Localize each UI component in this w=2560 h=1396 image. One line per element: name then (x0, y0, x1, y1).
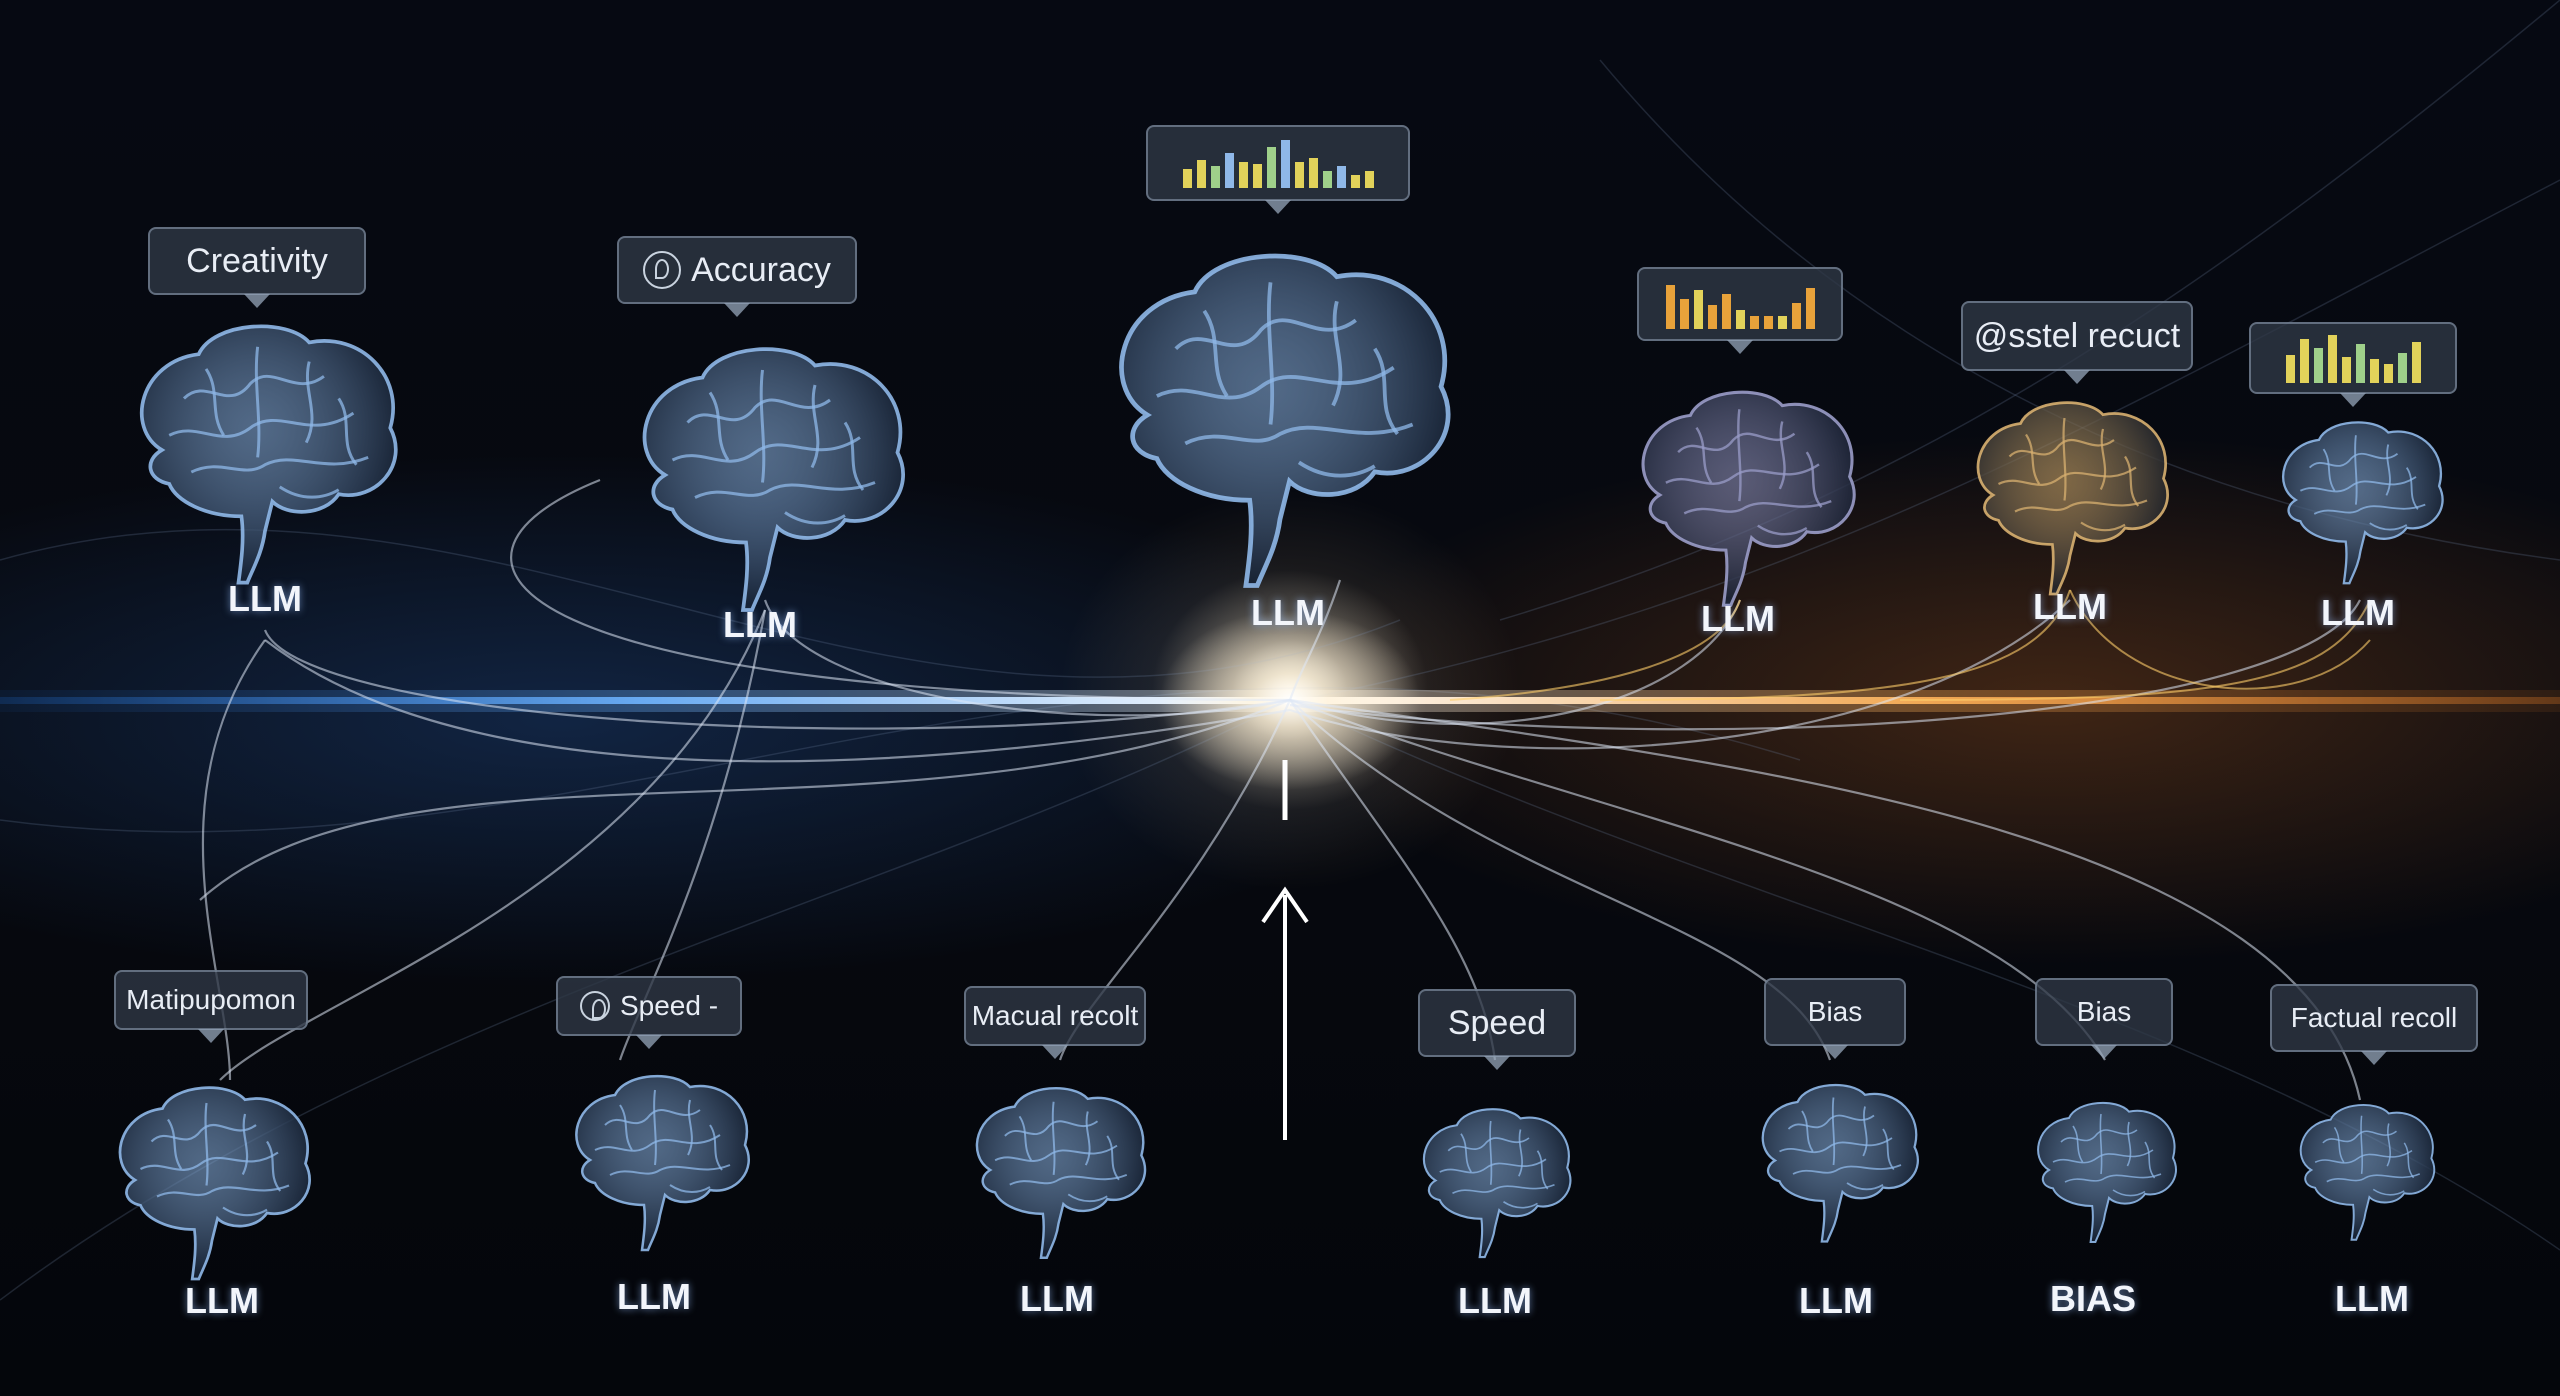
mini-bar (2299, 339, 2309, 383)
tag-text: Creativity (186, 242, 328, 280)
tag-text: Matipupomon (126, 984, 296, 1015)
tag-text: Speed (1447, 1004, 1547, 1042)
mini-bar (1721, 294, 1731, 329)
llm-label: LLM (228, 578, 302, 619)
mini-bar (2313, 348, 2323, 383)
brain-small-icon (579, 991, 610, 1021)
mini-bar (2341, 357, 2351, 383)
mini-bar (1791, 303, 1801, 329)
mini-bar (1679, 299, 1689, 329)
brain-icon (1641, 390, 1856, 607)
llm-label: LLM (617, 1276, 691, 1317)
brain-icon (642, 347, 905, 612)
brain-icon (1761, 1083, 1919, 1243)
mini-bar (2285, 355, 2295, 383)
brain-icon (575, 1074, 750, 1252)
tag-text: Bias (2076, 996, 2132, 1027)
mini-bar (1266, 147, 1276, 188)
mini-bar (1238, 162, 1248, 188)
mini-bar (2411, 342, 2421, 383)
mini-bar (2369, 359, 2379, 383)
tag-creativity: Creativity (148, 227, 366, 308)
llm-label: LLM (2033, 586, 2107, 627)
tag-chart-right-2 (2249, 322, 2457, 407)
llm-label: LLM (185, 1280, 259, 1321)
llm-label: LLM (1020, 1278, 1094, 1319)
llm-label: LLM (2321, 592, 2395, 633)
mini-bar (1707, 305, 1717, 329)
brain-icon (975, 1087, 1146, 1259)
mini-bar (1196, 160, 1206, 188)
mini-bar (1364, 171, 1374, 188)
tag-text: Bias (1807, 996, 1863, 1027)
up-arrow-icon (1261, 760, 1309, 1140)
tag-speed: Speed (1418, 989, 1576, 1070)
tag-bias-1: Bias (1764, 978, 1906, 1059)
llm-label: LLM (1458, 1280, 1532, 1321)
mini-bar (1665, 285, 1675, 329)
tag-matipupomon: Matipupomon (114, 970, 308, 1043)
bar-chart-icon (1182, 138, 1374, 188)
tag-text: Macual recolt (971, 1000, 1139, 1031)
tag-text: @sstel recuct (1973, 317, 2181, 355)
mini-bar (2397, 353, 2407, 383)
llm-label: LLM (1799, 1280, 1873, 1321)
brain-icon (1422, 1107, 1572, 1258)
mini-bar (1210, 166, 1220, 188)
brain-icon (118, 1086, 311, 1281)
tag-text: Accuracy (691, 251, 831, 289)
tag-text: Factual recoll (2290, 1002, 2458, 1033)
tag-factual-recoll: Factual recoll (2270, 984, 2478, 1065)
mini-bar (1777, 316, 1787, 329)
mini-bar (1322, 171, 1332, 188)
mini-bar (1805, 288, 1815, 329)
mini-bar (1735, 310, 1745, 329)
llm-label: LLM (2335, 1278, 2409, 1319)
bias-label: BIAS (2049, 1278, 2137, 1319)
mini-bar (2383, 364, 2393, 383)
tag-speed-left: Speed - (556, 976, 742, 1049)
mini-bar (1693, 290, 1703, 329)
mini-bar (1280, 140, 1290, 188)
tag-bias-2: Bias (2035, 978, 2173, 1059)
bar-chart-icon (1665, 279, 1815, 329)
mini-bar (2355, 344, 2365, 383)
mini-bar (1350, 175, 1360, 188)
tag-text: Speed - (619, 990, 719, 1021)
brain-icon (1119, 253, 1451, 588)
brain-icon (2299, 1104, 2435, 1241)
tag-accuracy: Accuracy (617, 236, 857, 317)
mini-bar (1294, 162, 1304, 188)
mini-bar (1182, 169, 1192, 188)
bar-chart-icon (2285, 333, 2421, 383)
mini-bar (1336, 166, 1346, 188)
tag-chart-center (1146, 125, 1410, 214)
llm-label: LLM (723, 604, 797, 645)
brain-icon (1976, 401, 2169, 596)
llm-label: LLM (1251, 592, 1325, 633)
tag-sstel-recuct: @sstel recuct (1961, 301, 2193, 384)
mini-bar (1224, 153, 1234, 188)
brain-icon (2281, 421, 2444, 585)
tag-chart-right-1 (1637, 267, 1843, 354)
warm-curves (1449, 589, 2371, 701)
swirl-icon (643, 251, 682, 289)
llm-label: LLM (1701, 598, 1775, 639)
mini-bar (2327, 335, 2337, 383)
tag-macual-recolt: Macual recolt (964, 986, 1146, 1059)
mini-bar (1749, 316, 1759, 329)
mini-bar (1252, 164, 1262, 188)
mini-bar (1308, 158, 1318, 188)
mini-bar (1763, 316, 1773, 329)
brain-icon (139, 324, 398, 585)
brain-icon (2037, 1101, 2177, 1243)
